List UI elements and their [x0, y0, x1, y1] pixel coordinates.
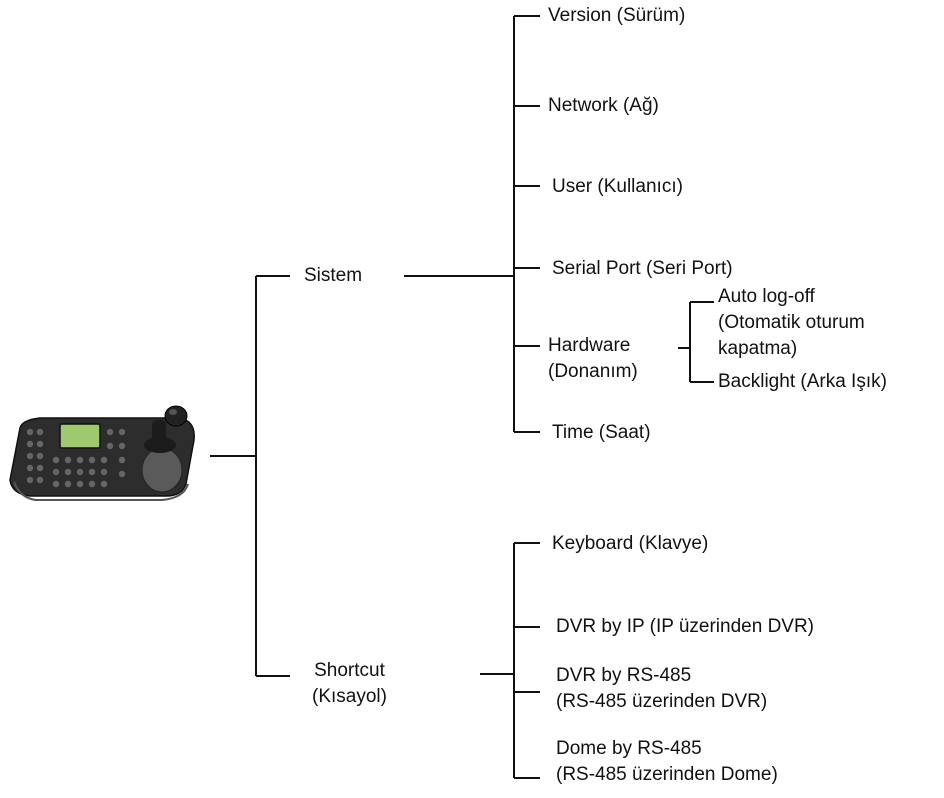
node-network: Network (Ağ)	[548, 95, 659, 116]
node-time: Time (Saat)	[552, 422, 651, 443]
node-auto-logoff-line3: kapatma)	[718, 338, 798, 359]
node-keyboard: Keyboard (Klavye)	[552, 533, 709, 554]
node-auto-logoff-line1: Auto log-off	[718, 286, 815, 307]
node-auto-logoff: Auto log-off (Otomatik oturum kapatma)	[718, 284, 865, 362]
node-hardware-line1: Hardware	[548, 335, 631, 356]
node-dvr-by-ip: DVR by IP (IP üzerinden DVR)	[556, 616, 815, 637]
node-version: Version (Sürüm)	[548, 5, 686, 26]
node-sistem: Sistem	[304, 265, 363, 286]
node-dome-by-rs485-line1: Dome by RS-485	[556, 738, 702, 759]
node-shortcut-line2: (Kısayol)	[312, 686, 387, 707]
node-backlight: Backlight (Arka Işık)	[718, 371, 887, 392]
node-dvr-by-rs485-line1: DVR by RS-485	[556, 665, 692, 686]
keyboard-controller-image	[9, 405, 195, 501]
node-shortcut-line1: Shortcut	[314, 660, 385, 681]
node-hardware: Hardware (Donanım)	[548, 333, 638, 385]
node-user: User (Kullanıcı)	[552, 176, 683, 197]
node-dome-by-rs485-line2: (RS-485 üzerinden Dome)	[556, 764, 778, 785]
node-dvr-by-rs485: DVR by RS-485 (RS-485 üzerinden DVR)	[556, 663, 767, 715]
node-serial-port: Serial Port (Seri Port)	[552, 258, 733, 279]
node-auto-logoff-line2: (Otomatik oturum	[718, 312, 865, 333]
node-shortcut: Shortcut (Kısayol)	[312, 658, 387, 710]
node-dvr-by-rs485-line2: (RS-485 üzerinden DVR)	[556, 691, 768, 712]
node-dome-by-rs485: Dome by RS-485 (RS-485 üzerinden Dome)	[556, 736, 778, 788]
node-hardware-line2: (Donanım)	[548, 361, 638, 382]
